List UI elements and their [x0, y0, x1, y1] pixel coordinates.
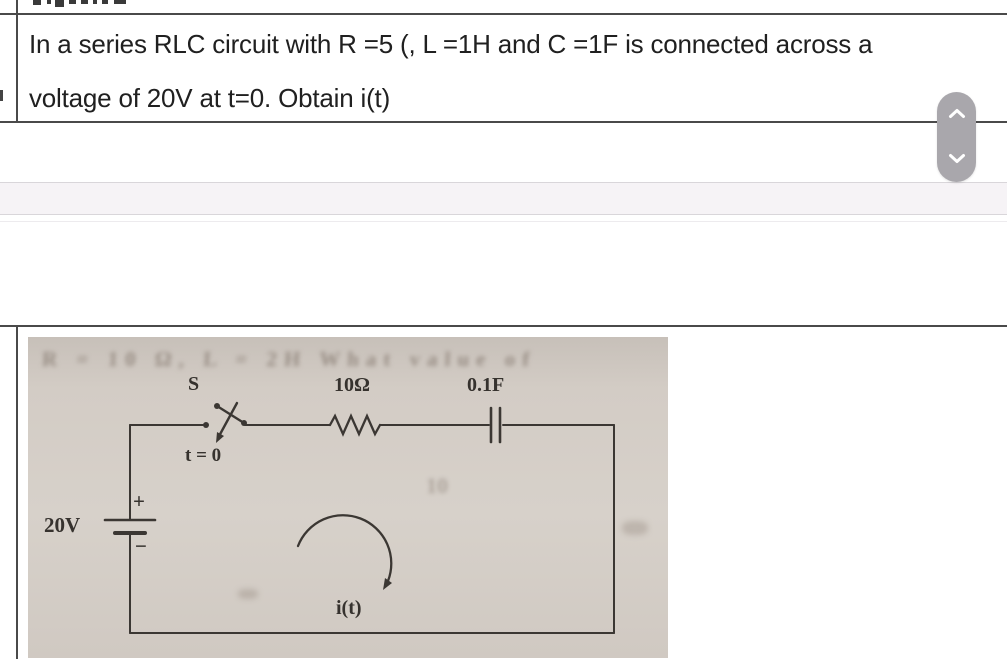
figure-row-top-border: [0, 325, 1007, 327]
resistor-label: 10Ω: [334, 374, 371, 396]
current-loop-arrow: [296, 514, 393, 590]
loop-current-label: i(t): [336, 597, 362, 619]
text-fragment: [114, 0, 126, 4]
row-separator-faint: [0, 221, 1007, 222]
circuit-svg: [103, 401, 615, 634]
text-fragment: [102, 0, 108, 4]
battery-symbol: [103, 518, 157, 535]
switch-label: S: [188, 373, 200, 395]
text-fragment: [81, 0, 88, 4]
ink-smudge: [238, 589, 258, 599]
scroll-widget: [937, 92, 976, 182]
figure-cell-left-border: [16, 327, 18, 659]
scroll-up-button[interactable]: [937, 92, 976, 137]
switch-symbol: [203, 401, 247, 443]
question-row-top-border: [0, 13, 1007, 15]
chevron-up-icon: [948, 107, 966, 122]
switch-arrow-icon: [216, 432, 224, 443]
text-fragment: [33, 0, 41, 5]
capacitor-label: 0.1F: [467, 374, 505, 396]
battery-minus-label: −: [135, 534, 147, 558]
left-edge-text-fragment: [0, 90, 3, 101]
battery-plus-label: +: [133, 489, 145, 513]
text-fragment: [47, 0, 51, 4]
resistor-symbol: [328, 413, 382, 437]
switch-time-label: t = 0: [185, 445, 222, 466]
collapsed-row-band: [0, 182, 1007, 215]
text-fragment: [93, 0, 97, 4]
text-fragment: [55, 0, 64, 7]
question-cell-left-border: [16, 0, 18, 123]
scroll-down-button[interactable]: [937, 137, 976, 182]
source-voltage-label: 20V: [44, 513, 81, 537]
chevron-down-icon: [948, 152, 966, 167]
ink-smudge: [622, 521, 648, 535]
capacitor-symbol: [489, 406, 502, 444]
question-text-line1: In a series RLC circuit with R =5 (, L =…: [29, 29, 873, 59]
ghost-bleed-fragment: 10: [426, 473, 448, 498]
question-row-bottom-border: [0, 121, 1007, 123]
text-fragment: [69, 0, 76, 4]
question-text-line2: voltage of 20V at t=0. Obtain i(t): [29, 83, 391, 113]
circuit-image: R = 10 Ω, L = 2H What value of 10: [28, 337, 668, 658]
